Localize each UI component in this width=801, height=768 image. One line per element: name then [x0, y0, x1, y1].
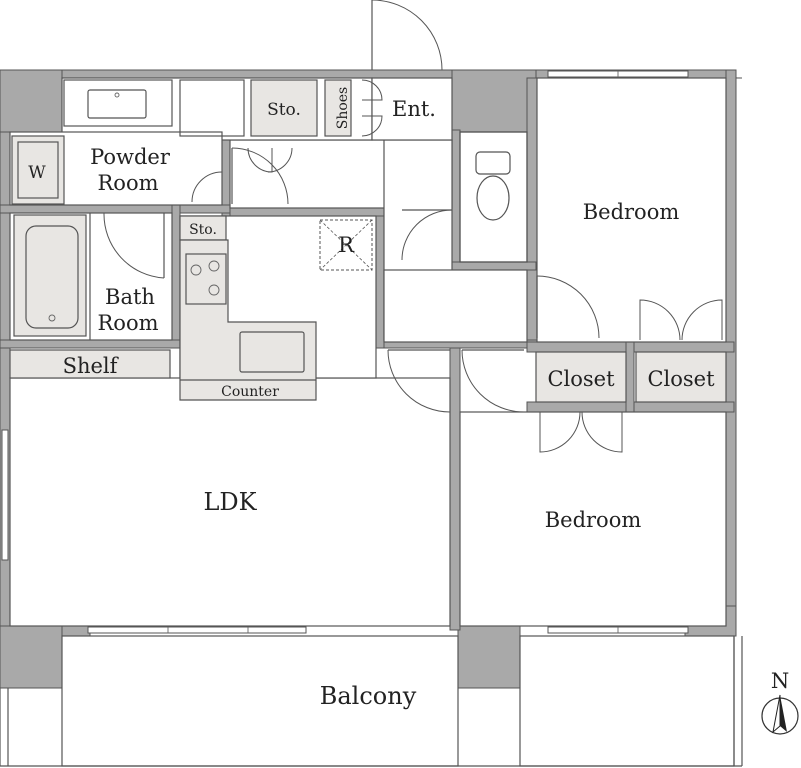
shoes-label: Shoes — [335, 87, 351, 130]
floors — [9, 77, 727, 627]
closet-right — [635, 351, 727, 403]
cabinet — [179, 79, 245, 137]
kitchen-sink-icon — [239, 331, 305, 373]
entrance-label: Ent. — [392, 97, 436, 121]
closet-right-label: Closet — [647, 367, 715, 391]
windows — [1, 70, 689, 634]
toilet-tank-icon — [475, 151, 511, 175]
counter-label: Counter — [221, 384, 279, 400]
kitchen-counter — [179, 239, 317, 401]
walls — [0, 69, 743, 689]
stove-icon — [185, 253, 227, 305]
storage-top — [250, 79, 318, 137]
powder-room-label-1: Powder — [90, 145, 171, 169]
bath-room-label-2: Room — [97, 311, 158, 335]
balcony — [0, 635, 743, 767]
shelf — [9, 349, 171, 379]
vanity-counter — [63, 79, 173, 127]
compass: N — [761, 669, 799, 735]
bedroom-upper-label: Bedroom — [583, 200, 680, 224]
bathtub-icon — [25, 225, 79, 329]
shelf-label: Shelf — [63, 354, 120, 378]
labels: Powder Room Bath Room Sto. Sto. Shoes En… — [28, 87, 715, 710]
doors — [103, 0, 723, 453]
bath-room-label-1: Bath — [105, 285, 155, 309]
closet-left — [535, 351, 627, 403]
storage-small — [179, 215, 227, 241]
fixtures — [9, 79, 727, 403]
bathtub-area — [13, 214, 87, 337]
north-arrow-icon — [780, 695, 787, 732]
shoes-cabinet — [324, 79, 352, 137]
refrigerator-outline — [319, 219, 373, 271]
bedroom-lower-label: Bedroom — [545, 508, 642, 532]
balcony-label: Balcony — [320, 682, 417, 710]
powder-room-label-2: Room — [97, 171, 158, 195]
sink-icon — [87, 89, 147, 119]
refrigerator-label: R — [338, 233, 355, 257]
storage-top-label: Sto. — [267, 100, 301, 120]
closet-left-label: Closet — [547, 367, 615, 391]
washer-label: W — [28, 163, 46, 183]
washer-area — [11, 135, 65, 205]
washer-icon — [17, 141, 59, 199]
toilet-bowl-icon — [476, 175, 510, 221]
north-label: N — [771, 669, 789, 693]
ldk-label: LDK — [203, 488, 257, 516]
storage-small-label: Sto. — [189, 222, 217, 238]
